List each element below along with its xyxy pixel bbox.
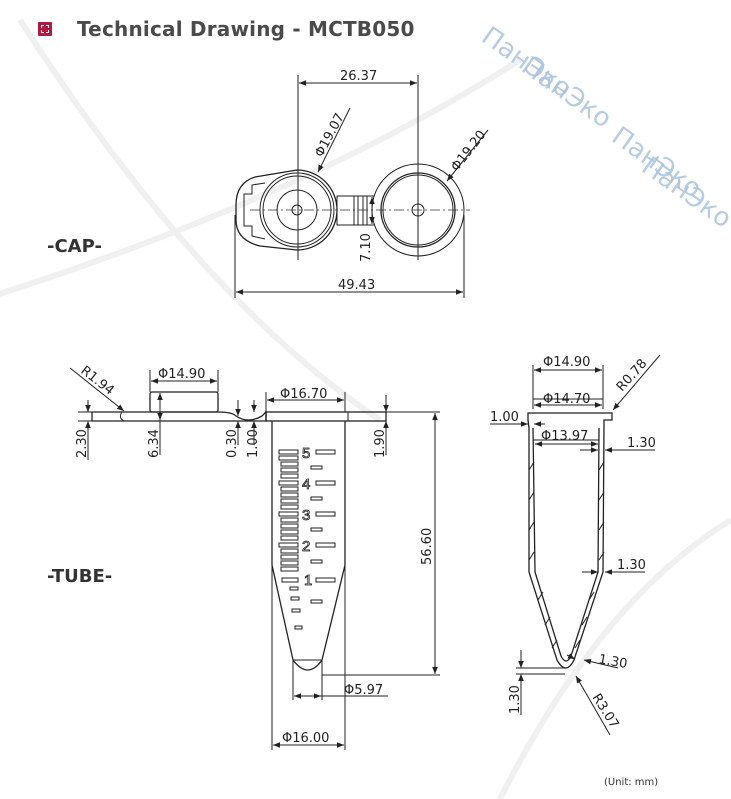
dim-7-10: 7.10: [359, 233, 374, 262]
dim-49-43: 49.43: [338, 278, 375, 293]
dim-0-30: 0.30: [225, 429, 240, 458]
dim-phi-14-90: Φ14.90: [158, 367, 205, 382]
graduation-label: 3: [302, 507, 310, 524]
dim-r3-07: R3.07: [589, 691, 622, 731]
dim-1-30-wall-top: 1.30: [627, 436, 656, 451]
tube-side-view: [69, 367, 440, 750]
dim-phi-16-70: Φ16.70: [280, 387, 327, 402]
watermark: ПанЭко ПанЭко ПанЭко ПанЭко: [476, 21, 731, 234]
dim-1-90: 1.90: [373, 429, 388, 458]
dim-26-37: 26.37: [340, 69, 377, 84]
svg-text:ПанЭко: ПанЭко: [516, 51, 617, 134]
dim-2-30: 2.30: [75, 429, 90, 458]
unit-note: (Unit: mm): [604, 777, 659, 788]
background-decoration: [0, 18, 731, 799]
dim-6-34: 6.34: [147, 429, 162, 458]
cap-top-view: [234, 75, 489, 298]
graduation-marks: [278, 449, 336, 630]
tube-cross-section: [490, 354, 661, 736]
dim-1-00: 1.00: [246, 429, 261, 458]
dim-phi-19-07: Φ19.07: [312, 111, 348, 160]
section-label-tube: -TUBE-: [47, 566, 113, 587]
dim-56-60: 56.60: [420, 528, 435, 565]
page-title: Technical Drawing - MCTB050: [77, 17, 415, 41]
graduation-label: 5: [302, 445, 310, 462]
graduation-label: 1: [304, 572, 312, 589]
dim-1-30-wall-bottom: 1.30: [597, 652, 628, 672]
dim-phi-14-70: Φ14.70: [543, 392, 590, 407]
dim-1-30-bottom: 1.30: [508, 685, 523, 714]
dim-phi-16-00: Φ16.00: [282, 731, 329, 746]
section-label-cap: -CAP-: [47, 236, 102, 257]
dim-phi-5-97: Φ5.97: [344, 683, 383, 698]
dim-1-30-wall-mid: 1.30: [617, 558, 646, 573]
dim-phi-13-97: Φ13.97: [541, 429, 588, 444]
dim-phi-19-20: Φ19.20: [448, 128, 489, 175]
dim-1-00-section: 1.00: [490, 410, 519, 425]
dim-r0-78: R0.78: [614, 356, 651, 394]
drawing-icon: [38, 22, 52, 36]
graduation-label: 4: [302, 476, 310, 493]
dim-phi-14-90-section: Φ14.90: [543, 355, 590, 370]
dim-r1-94: R1.94: [78, 363, 117, 398]
graduation-label: 2: [302, 538, 310, 555]
header: Technical Drawing - MCTB050: [38, 17, 415, 41]
